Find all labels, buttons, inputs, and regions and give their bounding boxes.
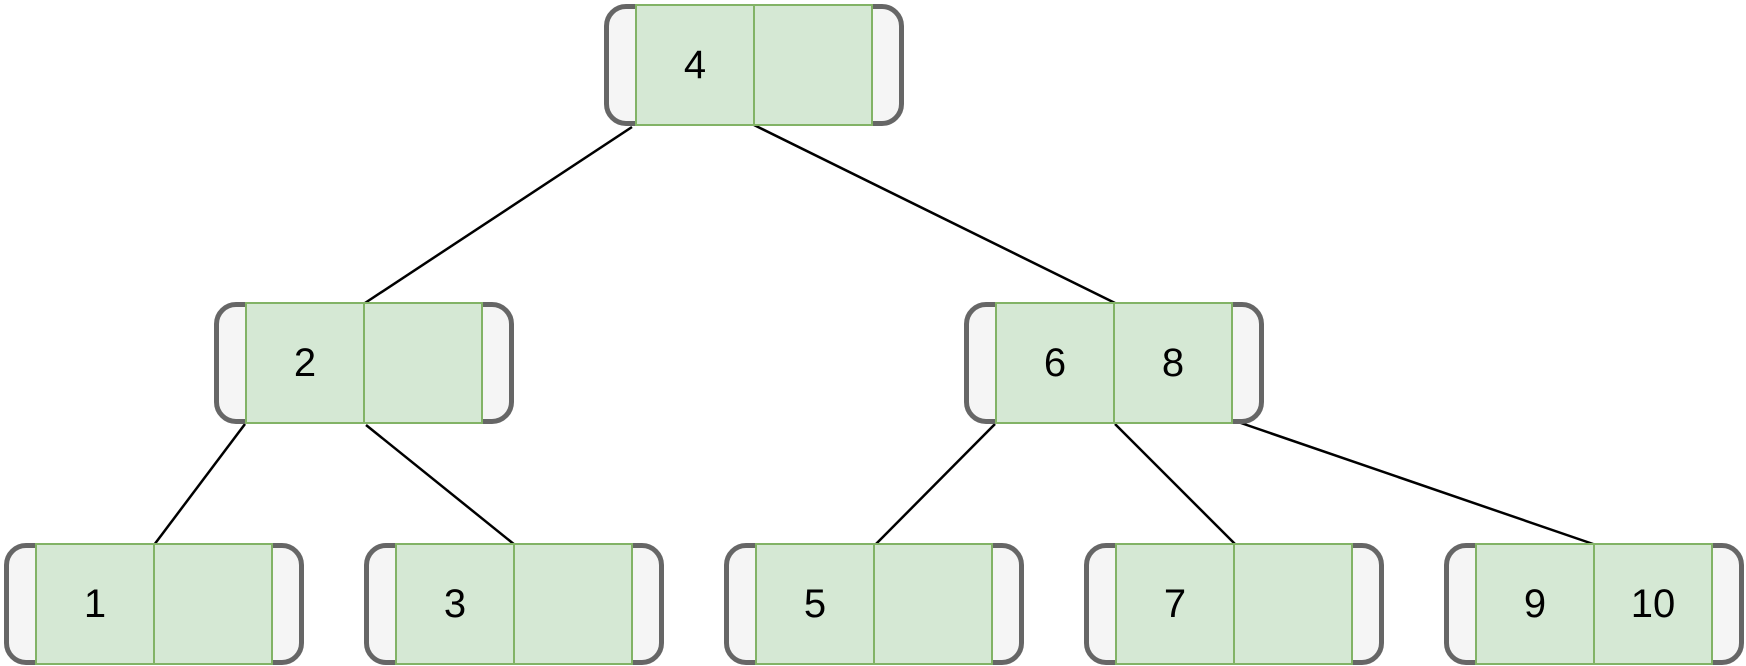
root-node: 4 — [604, 4, 904, 126]
internal-left-key-1: 2 — [245, 302, 365, 424]
edge-root-to-node-2 — [364, 125, 633, 305]
internal-right-key-2: 8 — [1113, 302, 1233, 424]
leaf-node-1: 1 — [4, 543, 304, 665]
leaf-5-key-2: 10 — [1593, 543, 1713, 665]
edge-node-2-to-leaf-1 — [153, 423, 246, 546]
edge-node-6-8-to-leaf-5 — [874, 423, 996, 546]
internal-node-right: 6 8 — [964, 302, 1264, 424]
edge-node-6-8-to-leaf-7 — [1114, 423, 1237, 546]
internal-right-key-1: 6 — [995, 302, 1115, 424]
leaf-node-2: 3 — [364, 543, 664, 665]
leaf-1-key-2 — [153, 543, 273, 665]
internal-left-key-2 — [363, 302, 483, 424]
leaf-2-key-1: 3 — [395, 543, 515, 665]
edge-root-to-node-6-8 — [753, 123, 1116, 305]
leaf-5-key-1: 9 — [1475, 543, 1595, 665]
leaf-3-key-2 — [873, 543, 993, 665]
leaf-1-key-1: 1 — [35, 543, 155, 665]
root-key-2 — [753, 4, 873, 126]
edge-node-2-to-leaf-3 — [365, 424, 516, 546]
leaf-node-4: 7 — [1084, 543, 1384, 665]
leaf-3-key-1: 5 — [755, 543, 875, 665]
internal-node-left: 2 — [214, 302, 514, 424]
leaf-node-5: 9 10 — [1444, 543, 1744, 665]
leaf-2-key-2 — [513, 543, 633, 665]
leaf-node-3: 5 — [724, 543, 1024, 665]
root-key-1: 4 — [635, 4, 755, 126]
leaf-4-key-2 — [1233, 543, 1353, 665]
leaf-4-key-1: 7 — [1115, 543, 1235, 665]
edge-node-6-8-to-leaf-9-10 — [1237, 420, 1597, 547]
